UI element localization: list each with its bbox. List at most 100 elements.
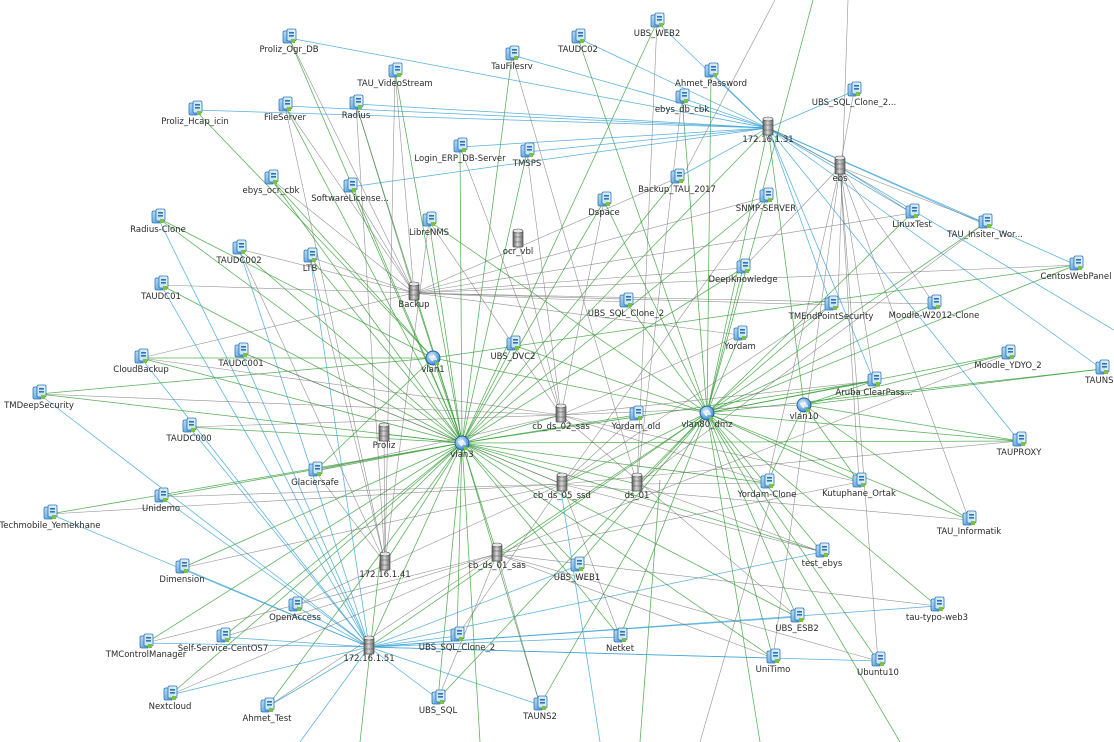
node-tauns2[interactable]: TAUNS2 <box>522 695 557 722</box>
edge-139 <box>288 37 415 294</box>
node-h172-16-1-41[interactable]: 172.16.1.41 <box>359 551 411 580</box>
node-tau-insiter[interactable]: TAU_Insiter_Wor... <box>946 213 1023 240</box>
node-ebys-ocr-cbk[interactable]: ebys_ocr_cbk <box>243 169 300 196</box>
node-login-erp[interactable]: Login_ERP_DB-Server <box>414 137 506 164</box>
node-ubs-esb2[interactable]: UBS_ESB2 <box>775 607 819 634</box>
node-kutuphane-ortak[interactable]: Kutuphane_Ortak <box>822 472 896 499</box>
node-unitimo[interactable]: UniTimo <box>756 648 791 675</box>
node-unidemo[interactable]: Unidemo <box>142 487 180 514</box>
node-cb-ds-05-ssd[interactable]: cb_ds_05_ssd <box>533 472 591 501</box>
node-tau-informatik[interactable]: TAU_Informatik <box>936 510 1001 537</box>
node-tmendpointsecurity[interactable]: TMEndPointSecurity <box>788 295 874 322</box>
node-yordam[interactable]: Yordam <box>723 325 756 352</box>
node-ebs[interactable]: ebs <box>832 155 848 184</box>
node-vlan80-dmz[interactable]: vlan80_dmz <box>681 405 733 430</box>
node-librenms[interactable]: LibreNMS <box>409 211 449 238</box>
node-vlan10[interactable]: vlan10 <box>790 397 819 422</box>
node-label: TMDeepSecurity <box>3 401 74 411</box>
node-label: vlan80_dmz <box>681 420 733 430</box>
node-openaccess[interactable]: OpenAccess <box>269 596 321 623</box>
node-ebys-db-cbk[interactable]: ebys_db_cbk <box>655 88 709 115</box>
node-dimension[interactable]: Dimension <box>159 558 205 585</box>
node-proliz-hcap-icin[interactable]: Proliz_Hcap_icin <box>161 100 229 127</box>
node-h172-16-1-31[interactable]: 172.16.1.31 <box>742 116 794 145</box>
node-backup-tau-2017[interactable]: Backup_TAU_2017 <box>638 168 716 195</box>
node-self-service[interactable]: Self-Service-CentOS7 <box>178 627 268 654</box>
node-yordam-old[interactable]: Yordam_old <box>611 405 661 432</box>
node-moodle-ydyo-2[interactable]: Moodle_YDYO_2 <box>974 344 1042 371</box>
node-taudc02[interactable]: TAUDC02 <box>557 28 598 55</box>
node-glaciersafe[interactable]: Glaciersafe <box>291 461 339 488</box>
node-cloudbackup[interactable]: CloudBackup <box>113 348 169 375</box>
node-netket[interactable]: Netket <box>606 627 635 654</box>
node-radius[interactable]: Radius <box>342 94 371 121</box>
node-ds-01[interactable]: ds_01 <box>625 472 650 501</box>
node-tmcontrolmanager[interactable]: TMControlManager <box>105 633 187 660</box>
edge-122 <box>160 496 370 648</box>
node-taudc01[interactable]: TAUDC01 <box>140 275 181 302</box>
node-vlan1[interactable]: vlan1 <box>421 350 445 375</box>
node-backup[interactable]: Backup <box>398 281 430 310</box>
node-tmsps[interactable]: TMSPS <box>512 142 541 169</box>
node-vlan3[interactable]: vlan3 <box>450 435 474 460</box>
node-radius-clone[interactable]: Radius-Clone <box>130 208 186 235</box>
node-ltb[interactable]: LTB <box>303 247 318 274</box>
node-aruba[interactable]: Aruba ClearPass... <box>835 371 913 398</box>
node-linuxtest[interactable]: LinuxTest <box>892 203 932 230</box>
node-taudc001[interactable]: TAUDC001 <box>217 342 264 369</box>
node-ubs-sql-clone-2a[interactable]: UBS_SQL_Clone_2... <box>812 81 897 108</box>
node-moodle-w2012[interactable]: Moodle-W2012-Clone <box>889 294 980 321</box>
node-label: Ubuntu10 <box>857 668 899 678</box>
node-ahmet-test[interactable]: Ahmet_Test <box>242 697 292 724</box>
edge-143 <box>270 178 415 294</box>
edge-97 <box>284 105 769 129</box>
node-tau-typo-web3[interactable]: tau-typo-web3 <box>906 596 968 623</box>
node-ubs-web1[interactable]: UBS_WEB1 <box>554 556 601 583</box>
node-label: ebys_db_cbk <box>655 105 709 115</box>
node-proliz[interactable]: Proliz <box>373 422 396 451</box>
node-tmdeepsecurity[interactable]: TMDeepSecurity <box>3 384 74 411</box>
node-ubuntu10[interactable]: Ubuntu10 <box>857 651 899 678</box>
node-cb-ds-02-sas[interactable]: cb_ds_02_sas <box>532 403 590 432</box>
node-ubs-sql-clone-2c[interactable]: UBS_SQL_Clone_2 <box>419 626 495 653</box>
node-deepknowledge[interactable]: DeepKnowledge <box>708 258 778 285</box>
node-ubs-sql[interactable]: UBS_SQL <box>419 689 458 716</box>
node-label: Yordam <box>723 342 756 352</box>
node-snmp-server[interactable]: SNMP-SERVER <box>736 187 796 214</box>
node-ubs-dvc2[interactable]: UBS_DVC2 <box>490 335 536 362</box>
node-softwarelicense[interactable]: SoftwareLicense... <box>311 177 389 204</box>
edge-15 <box>160 284 463 444</box>
node-ocr-vbl[interactable]: ocr_vbl <box>503 228 533 257</box>
datastore-server-icon <box>556 472 568 492</box>
node-cb-ds-01-sas[interactable]: cb_ds_01_sas <box>468 542 526 571</box>
node-ubs-web2[interactable]: UBS_WEB2 <box>634 12 681 39</box>
edge-80 <box>496 412 708 555</box>
node-test-ebys[interactable]: test_ebys <box>802 542 843 569</box>
edge-161 <box>839 166 875 382</box>
node-yordam-clone[interactable]: Yordam-Clone <box>737 473 797 500</box>
node-proliz-ogr-db[interactable]: Proliz_Ogr_DB <box>259 28 319 55</box>
virtual-machine-icon <box>188 100 203 116</box>
node-ubs-sql-clone-2b[interactable]: UBS_SQL_Clone_2 <box>588 292 664 319</box>
node-dspace[interactable]: Dspace <box>588 191 620 218</box>
node-h172-16-1-51[interactable]: 172.16.1.51 <box>343 635 395 664</box>
node-label: Glaciersafe <box>291 478 339 488</box>
node-tau-videostream[interactable]: TAU_VideoStream <box>356 62 433 89</box>
node-tauproxy[interactable]: TAUPROXY <box>996 431 1043 458</box>
edge-55 <box>577 37 708 414</box>
node-taudc000[interactable]: TAUDC000 <box>165 417 212 444</box>
node-techmobile[interactable]: Techmobile_Yemekhane <box>0 504 101 531</box>
node-fileserver[interactable]: FileServer <box>264 96 307 123</box>
edge-13 <box>309 256 463 444</box>
node-tauns1[interactable]: TAUNS1 <box>1084 359 1114 386</box>
edge-188 <box>561 414 637 485</box>
node-nextcloud[interactable]: Nextcloud <box>149 685 192 712</box>
node-taudc002[interactable]: TAUDC002 <box>215 239 262 266</box>
node-taufilesrv[interactable]: TauFilesrv <box>490 45 533 72</box>
virtual-machine-icon <box>505 45 520 61</box>
edge-95 <box>681 97 769 129</box>
node-ahmet-password[interactable]: Ahmet_Password <box>675 62 747 89</box>
node-centoswebpanel[interactable]: CentosWebPanel <box>1041 255 1112 282</box>
node-label: Aruba ClearPass... <box>835 388 912 398</box>
